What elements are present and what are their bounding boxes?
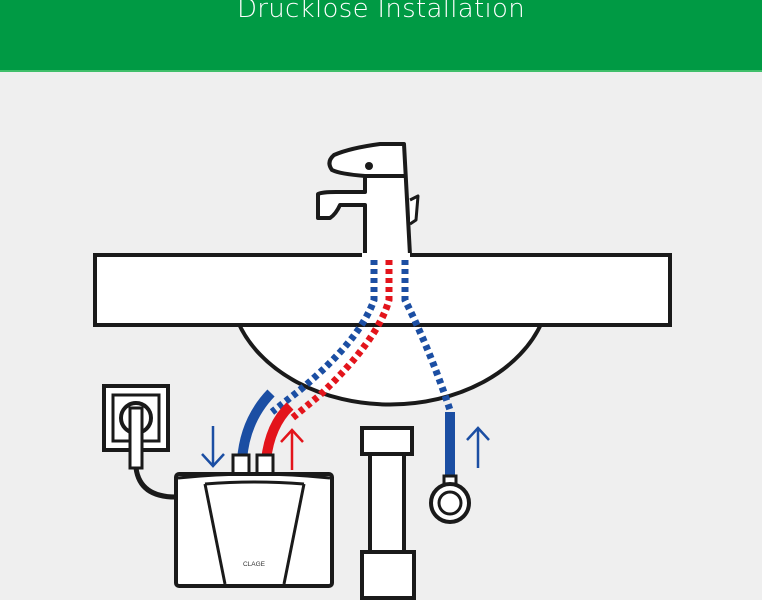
supply-arrow <box>466 426 490 468</box>
installation-diagram: CLAGE <box>93 142 672 600</box>
cold-inflow-arrow <box>201 426 225 468</box>
page-title: Drucklose Installation <box>236 0 526 24</box>
header-banner: Drucklose Installation <box>0 0 762 72</box>
socket-icon <box>102 384 179 500</box>
hose-lines <box>269 260 454 423</box>
brand-label: CLAGE <box>243 561 266 568</box>
valve-icon <box>429 474 471 524</box>
faucet-icon <box>316 142 420 257</box>
hot-outflow-arrow <box>280 428 304 470</box>
heater-icon: CLAGE <box>174 453 334 588</box>
sink-icon <box>234 320 546 600</box>
